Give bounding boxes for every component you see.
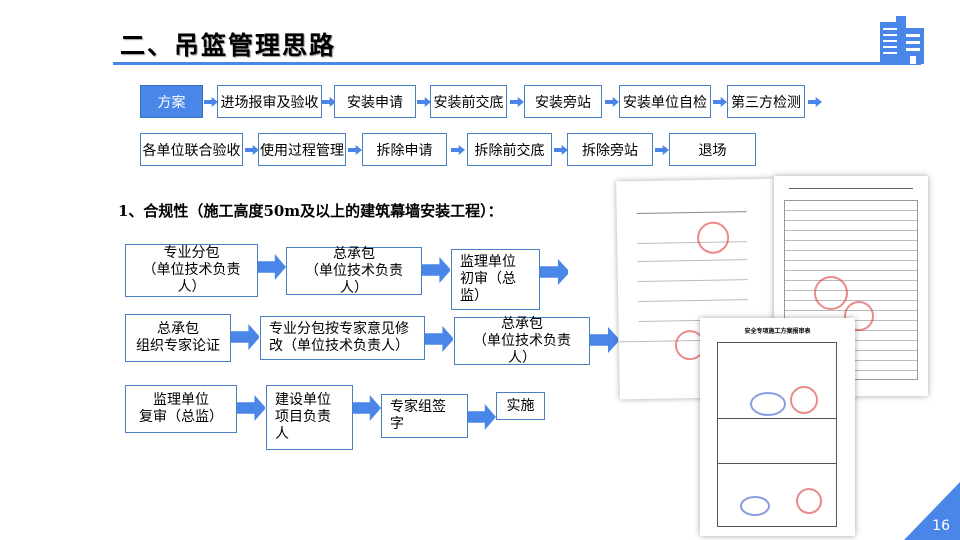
title-divider — [113, 62, 921, 65]
flow-box: 监理单位复审（总监） — [125, 385, 237, 433]
flow-box-text: 监理单位 — [153, 392, 209, 408]
building-icon — [880, 16, 924, 64]
flow-box: 实施 — [496, 392, 545, 420]
flow-box-text: 人 — [275, 426, 289, 442]
process-step: 拆除旁站 — [567, 133, 653, 166]
page-title: 二、吊篮管理思路 — [120, 31, 337, 60]
flow-box-text: 监） — [460, 288, 488, 304]
process-step: 安装旁站 — [524, 85, 602, 118]
flow-box-text: （单位技术负责人） — [305, 262, 403, 296]
flow-box-text: 专业分包按专家意见修 — [269, 321, 409, 337]
process-step: 第三方检测 — [727, 85, 805, 118]
arrow-icon — [322, 97, 336, 107]
flow-box: 专家组签字 — [381, 394, 468, 438]
process-step: 安装单位自检 — [619, 85, 711, 118]
process-step: 使用过程管理 — [258, 133, 346, 166]
flow-box-text: 总承包 — [501, 315, 543, 332]
process-step: 安装前交底 — [430, 85, 507, 118]
arrow-icon — [468, 404, 496, 430]
flow-box: 建设单位项目负责人 — [266, 385, 353, 450]
document-title: 安全专项施工方案报审表 — [744, 328, 811, 335]
arrow-icon — [713, 97, 727, 107]
arrow-icon — [417, 97, 431, 107]
flow-box-text: 监理单位 — [460, 254, 516, 270]
process-step: 安装申请 — [334, 85, 416, 118]
flow-box-text: （单位技术负责人） — [142, 262, 241, 295]
flow-box-text: 总承包 — [157, 321, 199, 337]
arrow-icon — [244, 145, 259, 155]
arrow-icon — [348, 145, 362, 155]
process-step: 拆除前交底 — [467, 133, 552, 166]
flow-box: 总承包（单位技术负责人） — [286, 245, 422, 296]
process-step: 方案 — [140, 85, 203, 118]
arrow-icon — [204, 97, 218, 107]
process-step: 退场 — [669, 133, 756, 166]
arrow-icon — [509, 97, 524, 107]
flow-box-text: 建设单位 — [275, 392, 331, 408]
flow-box-text: （单位技术负责人） — [473, 332, 571, 366]
arrow-icon — [425, 326, 453, 352]
flow-box-text: 复审（总监） — [139, 409, 223, 425]
process-step: 各单位联合验收 — [140, 133, 243, 166]
flow-box: 总承包（单位技术负责人） — [454, 315, 590, 366]
flow-box-text: 字 — [390, 416, 404, 432]
arrow-icon — [808, 97, 822, 107]
arrow-icon — [422, 257, 450, 283]
arrow-icon — [590, 327, 618, 353]
flow-box-text: 实施 — [506, 397, 535, 414]
arrow-icon — [237, 395, 265, 421]
page-number: 16 — [932, 518, 950, 534]
flow-box-text: 总承包 — [333, 245, 375, 262]
flow-box-text: 初审（总 — [460, 271, 516, 287]
arrow-icon — [231, 324, 259, 350]
flow-box-text: 组织专家论证 — [136, 338, 220, 354]
compliance-heading: 1、合规性（施工高度50m及以上的建筑幕墙安装工程）： — [118, 202, 503, 220]
flow-box: 专业分包（单位技术负责人） — [125, 244, 258, 297]
arrow-icon — [655, 145, 669, 155]
document-scan-3: 安全专项施工方案报审表 — [700, 318, 855, 536]
arrow-icon — [553, 145, 568, 155]
flow-box-text: 项目负责 — [275, 409, 331, 425]
flow-box: 总承包组织专家论证 — [125, 314, 231, 362]
arrow-icon — [258, 254, 286, 280]
flow-box: 专业分包按专家意见修改（单位技术负责人） — [260, 316, 425, 360]
flow-box-text: 改（单位技术负责人） — [269, 338, 409, 354]
page-corner-triangle — [904, 482, 960, 540]
arrow-icon — [540, 259, 568, 285]
arrow-icon — [353, 395, 381, 421]
flow-box-text: 专家组签 — [390, 399, 446, 415]
flow-box-text: 专业分包 — [163, 245, 220, 261]
arrow-icon — [451, 145, 465, 155]
process-step: 进场报审及验收 — [217, 85, 322, 118]
process-step: 拆除申请 — [362, 133, 447, 166]
flow-box: 监理单位初审（总监） — [451, 249, 540, 310]
arrow-icon — [604, 97, 619, 107]
